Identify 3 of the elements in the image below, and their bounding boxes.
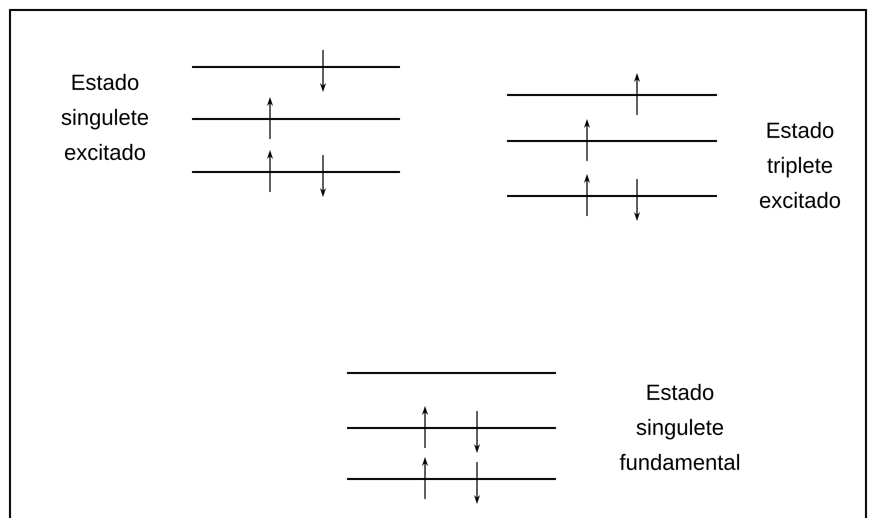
state-label: Estado singulete excitado	[62, 74, 148, 160]
state-label: Estado triplete excitado	[760, 122, 840, 208]
state-label: Estado singulete fundamental	[620, 384, 740, 470]
